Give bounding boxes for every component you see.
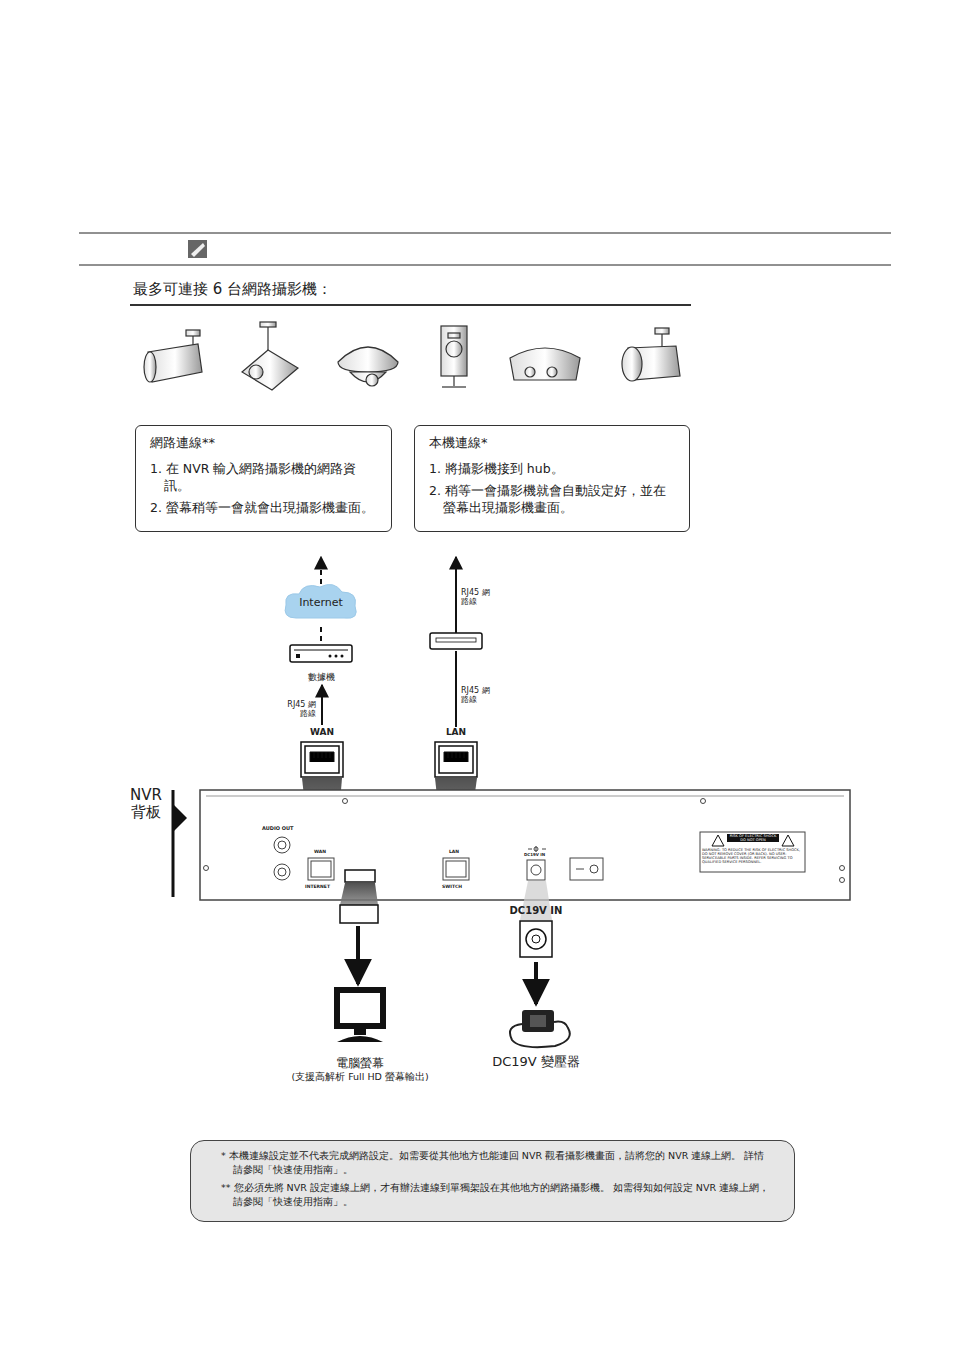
label: NVR 背板	[126, 787, 166, 822]
label: RJ45 網路線	[461, 686, 495, 704]
info-box: 網路連線** 1. 在 NVR 輸入網路攝影機的網路資訊。 2. 螢幕稍等一會就會出…	[135, 425, 392, 532]
device-node: Internet	[284, 584, 358, 622]
label: RISK OF ELECTRIC SHOCK DO NOT OPEN	[727, 834, 779, 842]
node-text: DC19V IN	[510, 905, 563, 918]
node-text: 1. 在 NVR 輸入網路攝影機的網路資訊。	[150, 460, 379, 494]
node-text: 本機連線*	[429, 434, 677, 452]
node-text: 2. 稍等一會攝影機就會自動設定好，並在 螢幕出現攝影機畫面。	[429, 482, 677, 516]
node-text: ** 您必須先將 NVR 設定連線上網，才有辦法連線到單獨架設在其他地方的網路攝…	[221, 1181, 774, 1209]
connector	[321, 685, 323, 725]
label: DC19V IN	[524, 853, 552, 858]
connector	[534, 962, 538, 1004]
device-node: DC19V IN	[505, 905, 567, 960]
label: INTERNET	[305, 884, 339, 889]
device-node: 數據機	[288, 643, 354, 683]
label: AUDIO OUT	[262, 826, 304, 832]
node-text: 電腦螢幕	[336, 1056, 384, 1071]
label: RJ45 網路線	[461, 588, 495, 606]
label: SWITCH	[442, 884, 472, 889]
label: WARNING: TO REDUCE THE RISK OF ELECTRIC …	[702, 848, 803, 865]
info-box: 本機連線* 1. 將攝影機接到 hub。 2. 稍等一會攝影機就會自動設定好，並在 …	[414, 425, 690, 532]
edge-label: RJ45 網路線	[286, 700, 316, 718]
connector	[320, 624, 322, 641]
node-text: 數據機	[308, 672, 335, 683]
node-text: 網路連線**	[150, 434, 379, 452]
device-node: 電腦螢幕(支援高解析 Full HD 螢幕輸出)	[260, 987, 460, 1083]
device-node: DC19V 變壓器	[481, 1006, 591, 1070]
node-text: * 本機連線設定並不代表完成網路設定。如需要從其他地方也能連回 NVR 觀看攝影…	[221, 1149, 774, 1177]
node-text: (支援高解析 Full HD 螢幕輸出)	[291, 1071, 428, 1083]
node-text: 1. 將攝影機接到 hub。	[429, 460, 677, 477]
node-text: Internet	[299, 596, 343, 610]
node-text: 2. 螢幕稍等一會就會出現攝影機畫面。	[150, 499, 379, 516]
device-node: LAN	[433, 727, 479, 778]
note-box: * 本機連線設定並不代表完成網路設定。如需要從其他地方也能連回 NVR 觀看攝影…	[190, 1140, 795, 1222]
device-node: WAN	[299, 727, 345, 778]
heading: 最多可連接 6 台網路攝影機：	[133, 281, 332, 298]
node-text: WAN	[310, 727, 334, 738]
label: WAN	[314, 849, 330, 854]
node-text: DC19V 變壓器	[492, 1054, 580, 1070]
node-text: LAN	[446, 727, 466, 738]
label: LAN	[449, 849, 465, 854]
